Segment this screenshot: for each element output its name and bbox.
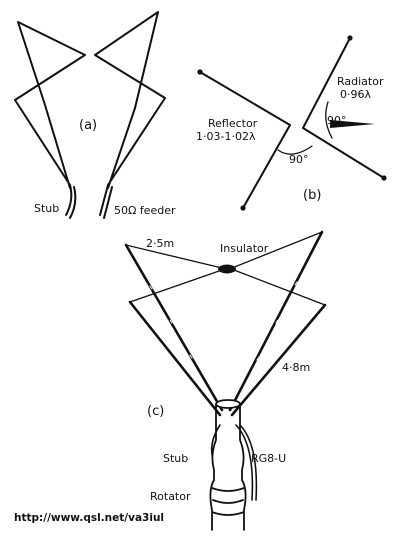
panel-b-reflector [197, 69, 291, 211]
panel-b-reflector-value: 1·03-1·02λ [196, 130, 256, 143]
panel-c-mast [209, 399, 247, 531]
panel-c-cable-label: RG8-U [251, 452, 287, 465]
panel-a-caption: (a) [79, 118, 98, 133]
panel-c-stub-label: Stub [163, 452, 189, 465]
panel-a-left-element [14, 21, 86, 189]
panel-b-angle-bottom: 90° [289, 153, 309, 166]
panel-c-insulator-label: Insulator [220, 242, 269, 255]
panel-b-caption: (b) [303, 188, 322, 203]
panel-c-spreaders [124, 230, 327, 417]
panel-c-caption: (c) [147, 404, 165, 419]
panel-a-right-element [94, 11, 166, 189]
panel-c-spacing-label: 2·5m [146, 237, 175, 250]
panel-b-reflector-label: Reflector [208, 117, 258, 130]
panel-b-angle-arcs [277, 101, 333, 155]
panel-c-rotator-label: Rotator [150, 490, 191, 503]
panel-c-stub-and-cable [210, 424, 258, 501]
panel-b-radiator [302, 35, 387, 181]
panel-a-stub [65, 184, 77, 219]
panel-c-insulator [218, 264, 236, 274]
panel-c-wires [125, 231, 326, 306]
panel-a-feeder [99, 184, 113, 219]
panel-b-angle-top: 90° [327, 114, 347, 127]
panel-c-spreader-ticks [149, 281, 298, 361]
panel-a-stub-label: Stub [34, 202, 60, 215]
panel-b-radiator-label: Radiator [337, 75, 384, 88]
panel-b-direction-arrow [330, 120, 375, 128]
panel-a-feeder-label: 50Ω feeder [114, 204, 176, 217]
panel-b-radiator-value: 0·96λ [340, 88, 372, 101]
footer-url: http://www.qsl.net/va3iul [14, 512, 165, 524]
panel-c-arm-label: 4·8m [282, 361, 311, 374]
